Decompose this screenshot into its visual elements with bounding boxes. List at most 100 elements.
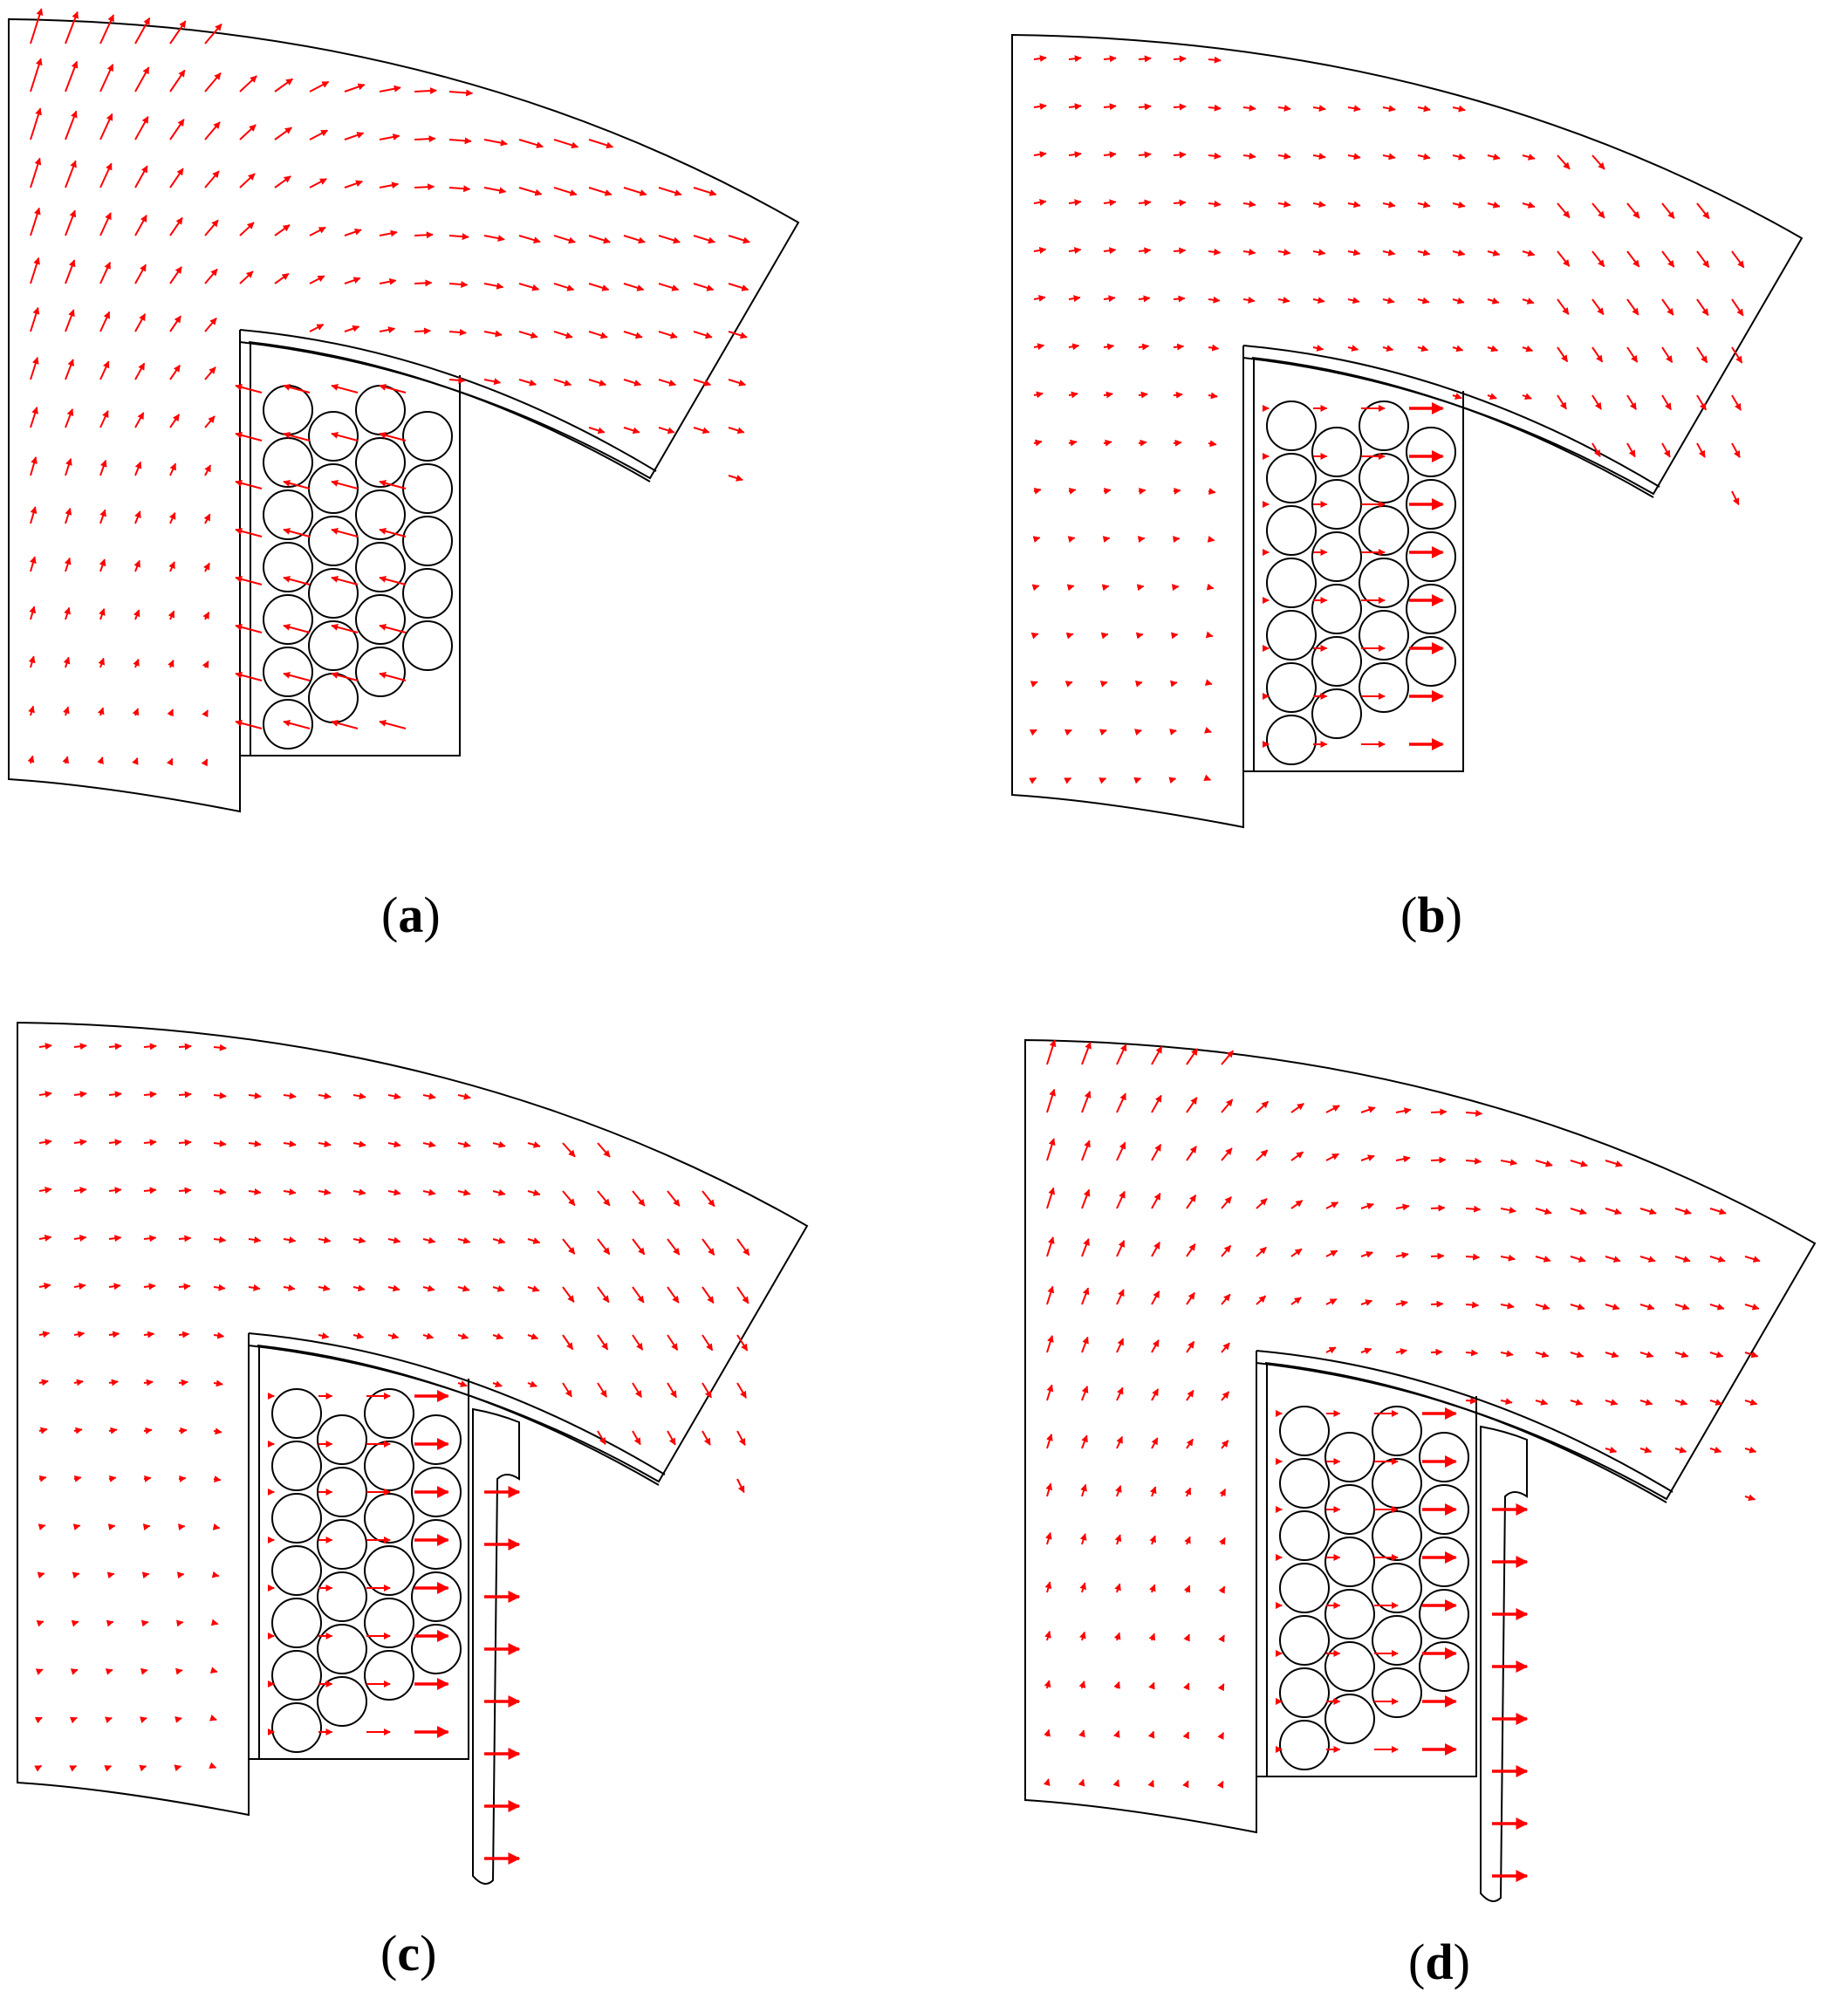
- conductor-strand: [364, 1598, 414, 1648]
- field-arrow: [1081, 1041, 1092, 1065]
- conductor-strand: [364, 1441, 414, 1491]
- field-arrow: [1674, 1446, 1687, 1454]
- field-arrow: [1626, 250, 1640, 268]
- field-arrow: [1204, 726, 1212, 734]
- field-arrow: [169, 462, 177, 476]
- conductor-strand: [411, 1519, 462, 1570]
- conductor-strand: [411, 1571, 462, 1622]
- conductor-strand: [271, 1545, 322, 1596]
- field-arrow: [1639, 1256, 1656, 1263]
- field-arrow: [483, 139, 508, 147]
- field-arrow: [728, 235, 750, 244]
- field-arrow: [1605, 1208, 1622, 1215]
- field-arrow: [309, 226, 326, 236]
- field-arrow: [235, 479, 263, 489]
- field-arrow: [235, 431, 263, 442]
- field-arrow: [178, 1379, 188, 1386]
- conductor-strand: [317, 1624, 367, 1674]
- field-arrow: [1081, 1140, 1091, 1161]
- field-arrow: [702, 1334, 714, 1352]
- field-arrow: [736, 1334, 749, 1352]
- field-arrow: [1674, 1256, 1691, 1263]
- field-arrow: [1134, 680, 1143, 688]
- field-arrow: [1173, 487, 1181, 495]
- conductor-strand: [263, 542, 313, 592]
- field-arrow: [632, 1334, 644, 1351]
- field-arrow: [457, 1380, 468, 1387]
- field-arrow: [73, 1427, 83, 1434]
- field-arrow: [99, 14, 115, 44]
- field-arrow: [1487, 345, 1499, 353]
- field-arrow: [1147, 1779, 1154, 1788]
- field-arrow: [1138, 295, 1151, 303]
- field-arrow: [352, 1092, 366, 1100]
- conductor-strand: [1311, 584, 1362, 634]
- field-arrow: [178, 1475, 187, 1482]
- field-arrow: [483, 235, 505, 242]
- conductor-strand: [1372, 1510, 1422, 1561]
- field-arrow: [1465, 1301, 1480, 1309]
- field-arrow: [562, 1286, 575, 1303]
- field-arrow: [1382, 105, 1396, 113]
- field-arrow: [1138, 343, 1150, 351]
- field-arrow: [133, 609, 140, 620]
- field-arrow: [1626, 346, 1639, 363]
- field-arrow: [1066, 584, 1075, 592]
- field-arrow: [73, 1475, 82, 1482]
- field-arrow: [344, 132, 365, 140]
- conductor-strand: [1419, 1589, 1469, 1639]
- field-arrow: [143, 1091, 157, 1099]
- conductor-strand: [364, 1388, 414, 1439]
- field-arrow: [140, 1619, 149, 1627]
- field-arrow: [1557, 154, 1571, 170]
- field-arrow: [1744, 1494, 1756, 1502]
- field-arrow: [344, 228, 362, 236]
- field-arrow: [134, 165, 148, 188]
- conductor-strand: [308, 620, 359, 671]
- field-arrow: [1103, 103, 1117, 111]
- field-arrow: [344, 83, 366, 92]
- field-arrow: [1208, 392, 1218, 400]
- field-arrow: [283, 671, 311, 681]
- field-arrow: [1535, 1256, 1551, 1263]
- field-arrow: [492, 1380, 503, 1387]
- field-arrow: [1205, 631, 1214, 639]
- field-arrow: [134, 66, 150, 92]
- field-arrow: [1325, 1249, 1338, 1257]
- field-arrow: [65, 209, 77, 236]
- field-arrow: [1203, 774, 1212, 782]
- field-arrow: [1360, 1299, 1373, 1306]
- field-arrow: [274, 78, 294, 92]
- field-arrow: [1033, 391, 1044, 399]
- field-arrow: [492, 1189, 506, 1196]
- field-arrow: [213, 1044, 227, 1051]
- slot-outline: [239, 330, 461, 756]
- field-arrow: [169, 69, 186, 92]
- field-arrow: [1661, 202, 1675, 219]
- field-arrow: [1347, 249, 1361, 257]
- field-arrow: [527, 1189, 541, 1196]
- field-arrow: [1103, 487, 1112, 495]
- field-arrow: [1395, 1299, 1408, 1307]
- field-arrow: [1347, 345, 1359, 352]
- field-arrow: [1312, 297, 1325, 305]
- field-arrow: [97, 756, 104, 765]
- field-arrow: [1044, 1728, 1051, 1737]
- field-arrow: [1186, 1438, 1194, 1449]
- field-arrow: [1500, 1398, 1513, 1406]
- field-arrow: [1206, 583, 1215, 591]
- field-arrow: [422, 1236, 436, 1244]
- field-arrow: [37, 1571, 45, 1579]
- field-arrow: [1256, 1246, 1267, 1257]
- field-arrow: [1116, 1386, 1124, 1401]
- conductor-strand: [1372, 1406, 1422, 1456]
- field-arrow: [702, 1286, 715, 1304]
- field-arrow: [352, 1140, 366, 1148]
- field-arrow: [1032, 536, 1041, 543]
- field-arrow: [1639, 1303, 1655, 1311]
- field-arrow: [309, 80, 330, 92]
- field-arrow: [106, 1619, 114, 1627]
- conductor-strand: [271, 1702, 322, 1753]
- field-arrow: [1256, 1149, 1269, 1161]
- field-arrow: [1186, 1291, 1195, 1305]
